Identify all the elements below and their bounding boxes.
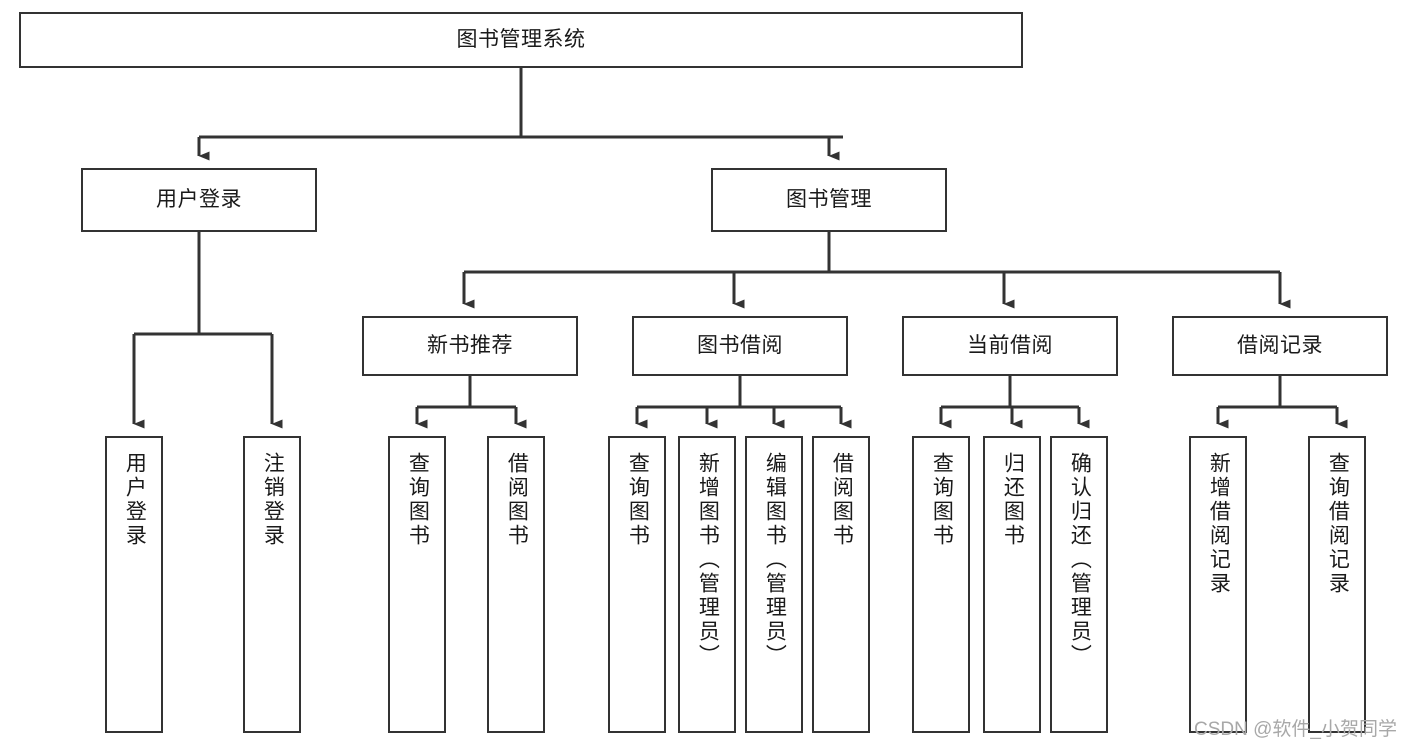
node-borrow-record[interactable]: 借阅记录 xyxy=(1172,316,1388,376)
leaf-query-book-2-label: 查询图书 xyxy=(626,452,650,548)
leaf-query-book-2[interactable]: 查询图书 xyxy=(608,436,666,733)
leaf-user-login[interactable]: 用户登录 xyxy=(105,436,163,733)
node-new-book-rec[interactable]: 新书推荐 xyxy=(362,316,578,376)
node-new-book-rec-label: 新书推荐 xyxy=(427,333,513,357)
node-book-borrow[interactable]: 图书借阅 xyxy=(632,316,848,376)
leaf-add-record-label: 新增借阅记录 xyxy=(1207,452,1231,596)
leaf-query-book-3[interactable]: 查询图书 xyxy=(912,436,970,733)
leaf-borrow-book-1[interactable]: 借阅图书 xyxy=(487,436,545,733)
node-current-borrow-label: 当前借阅 xyxy=(967,333,1053,357)
leaf-user-logout[interactable]: 注销登录 xyxy=(243,436,301,733)
node-borrow-record-label: 借阅记录 xyxy=(1237,333,1323,357)
leaf-query-book-3-label: 查询图书 xyxy=(930,452,954,548)
leaf-query-record-label: 查询借阅记录 xyxy=(1326,452,1350,596)
leaf-add-record[interactable]: 新增借阅记录 xyxy=(1189,436,1247,733)
node-user-login[interactable]: 用户登录 xyxy=(81,168,317,232)
node-root[interactable]: 图书管理系统 xyxy=(19,12,1023,68)
node-root-label: 图书管理系统 xyxy=(456,27,586,51)
node-current-borrow[interactable]: 当前借阅 xyxy=(902,316,1118,376)
leaf-query-book-1[interactable]: 查询图书 xyxy=(388,436,446,733)
leaf-user-login-label: 用户登录 xyxy=(123,452,147,548)
node-book-borrow-label: 图书借阅 xyxy=(697,333,783,357)
leaf-add-book[interactable]: 新增图书（管理员） xyxy=(678,436,736,733)
leaf-borrow-book-2-label: 借阅图书 xyxy=(830,452,854,548)
node-book-manage-label: 图书管理 xyxy=(786,187,872,211)
leaf-confirm-return-label: 确认归还（管理员） xyxy=(1068,452,1092,668)
leaf-borrow-book-1-label: 借阅图书 xyxy=(505,452,529,548)
leaf-return-book-label: 归还图书 xyxy=(1001,452,1025,548)
leaf-edit-book-label: 编辑图书（管理员） xyxy=(763,452,787,668)
node-user-login-label: 用户登录 xyxy=(156,187,242,211)
csdn-watermark: CSDN @软件_小贺同学 xyxy=(1194,719,1397,740)
node-book-manage[interactable]: 图书管理 xyxy=(711,168,947,232)
leaf-user-logout-label: 注销登录 xyxy=(261,452,285,548)
leaf-confirm-return[interactable]: 确认归还（管理员） xyxy=(1050,436,1108,733)
leaf-return-book[interactable]: 归还图书 xyxy=(983,436,1041,733)
leaf-borrow-book-2[interactable]: 借阅图书 xyxy=(812,436,870,733)
leaf-edit-book[interactable]: 编辑图书（管理员） xyxy=(745,436,803,733)
leaf-add-book-label: 新增图书（管理员） xyxy=(696,452,720,668)
leaf-query-record[interactable]: 查询借阅记录 xyxy=(1308,436,1366,733)
leaf-query-book-1-label: 查询图书 xyxy=(406,452,430,548)
